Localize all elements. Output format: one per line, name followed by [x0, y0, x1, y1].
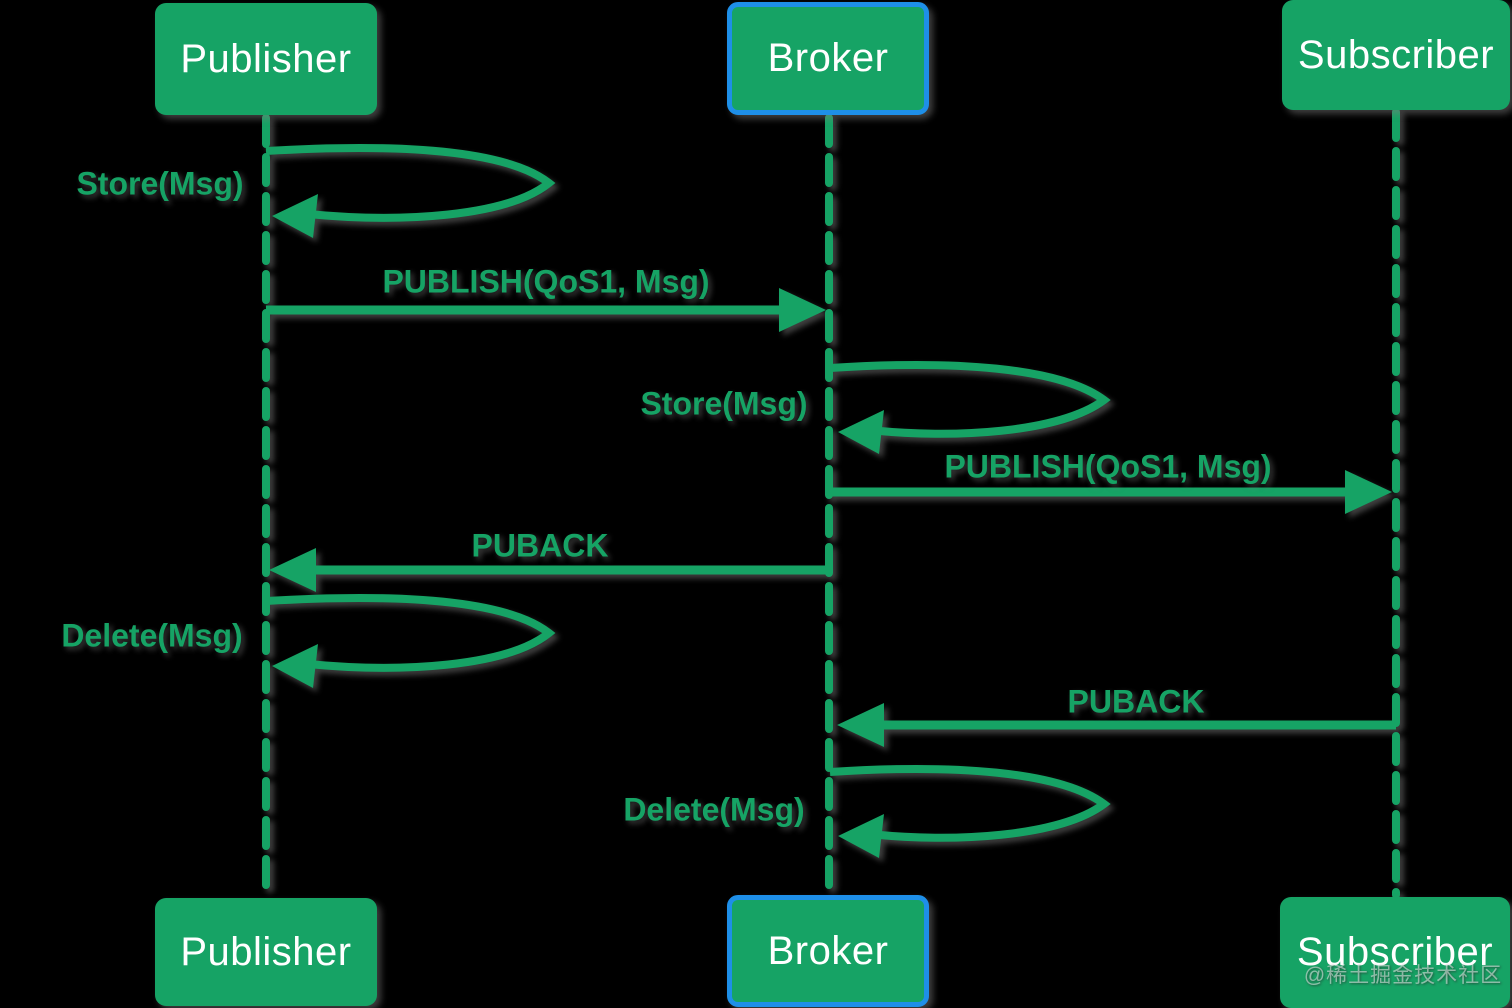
message-label-store-publisher: Store(Msg) [76, 165, 244, 202]
actor-label-broker-top: Broker [767, 36, 889, 80]
message-label-puback-to-publisher: PUBACK [471, 527, 609, 564]
message-label-publish-to-broker: PUBLISH(QoS1, Msg) [382, 263, 710, 300]
watermark: @稀土掘金技术社区 [1303, 964, 1503, 987]
actor-label-subscriber-top: Subscriber [1297, 32, 1495, 77]
actor-box-publisher-bottom: Publisher [155, 898, 377, 1006]
actor-box-broker-top: Broker [727, 2, 929, 115]
self-loop-delete-broker [829, 764, 1111, 842]
arrowhead-delete-publisher [272, 644, 318, 688]
actor-label-subscriber-bottom: Subscriber [1296, 930, 1494, 974]
actor-label-publisher-bottom: Publisher [180, 929, 352, 974]
self-loop-store-publisher [265, 144, 556, 222]
message-label-store-broker: Store(Msg) [640, 385, 808, 422]
message-label-publish-to-subscriber: PUBLISH(QoS1, Msg) [944, 448, 1272, 485]
actor-label-publisher-top: Publisher [180, 36, 352, 81]
message-label-delete-broker: Delete(Msg) [623, 791, 805, 828]
actor-box-broker-bottom: Broker [727, 895, 929, 1007]
message-label-delete-publisher: Delete(Msg) [61, 617, 243, 654]
actor-label-broker-bottom: Broker [767, 928, 889, 973]
actor-box-subscriber-bottom: Subscriber [1280, 897, 1510, 1008]
arrowhead-store-publisher [272, 194, 318, 238]
actor-box-publisher-top: Publisher [155, 3, 377, 115]
arrowhead-store-broker [838, 410, 884, 454]
arrowhead-puback-to-publisher [269, 548, 316, 592]
arrowhead-delete-broker [838, 814, 884, 858]
self-loop-store-broker [829, 360, 1111, 438]
arrowhead-puback-to-broker [837, 703, 884, 747]
message-label-puback-to-broker: PUBACK [1067, 683, 1205, 720]
arrowhead-publish-to-broker [779, 288, 826, 332]
arrowhead-publish-to-subscriber [1345, 470, 1392, 514]
actor-box-subscriber-top: Subscriber [1282, 0, 1510, 110]
self-loop-delete-publisher [265, 594, 556, 672]
